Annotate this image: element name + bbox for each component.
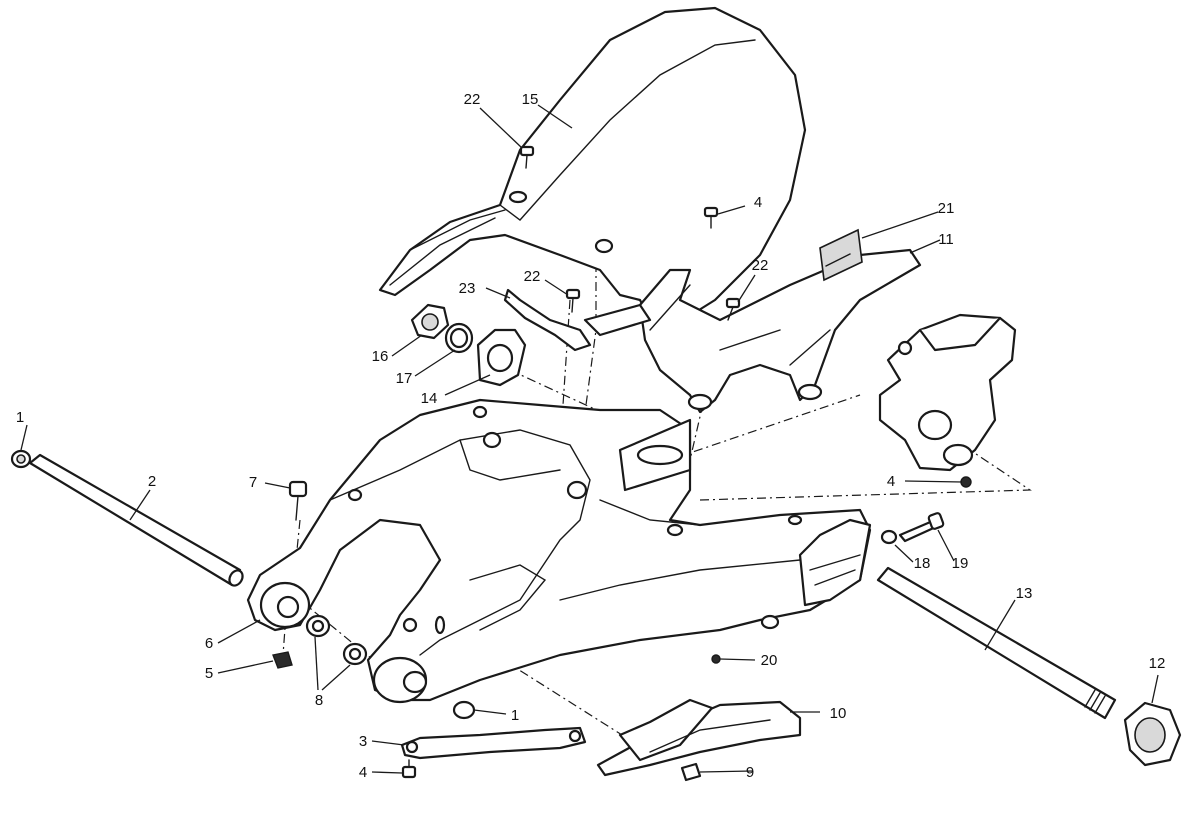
callout-22-mid: 22 bbox=[524, 268, 541, 285]
callout-6: 6 bbox=[205, 635, 213, 652]
chain-guard-bracket bbox=[503, 288, 652, 352]
callout-3: 3 bbox=[359, 733, 367, 750]
screw-9 bbox=[680, 762, 702, 782]
callout-14: 14 bbox=[421, 390, 438, 407]
chain-slider bbox=[596, 698, 802, 777]
callout-1-lower: 1 bbox=[511, 707, 519, 724]
callout-labels: 1 2 3 4 5 6 7 8 9 10 11 12 13 14 15 16 1… bbox=[16, 91, 1166, 781]
adjuster-nut bbox=[880, 529, 898, 545]
callout-4-lower: 4 bbox=[359, 764, 367, 781]
bolt-7 bbox=[288, 480, 308, 521]
callout-13: 13 bbox=[1016, 585, 1033, 602]
rear-mudguard bbox=[378, 6, 807, 327]
swingarm-body bbox=[246, 398, 872, 704]
screw-4-right bbox=[960, 476, 972, 488]
callout-18: 18 bbox=[914, 555, 931, 572]
nut-5 bbox=[272, 651, 293, 669]
screw-4-top bbox=[703, 206, 719, 229]
axle-nut bbox=[1123, 701, 1182, 767]
callout-11: 11 bbox=[938, 231, 954, 248]
screw-20 bbox=[711, 654, 721, 664]
washer-17 bbox=[444, 322, 474, 354]
callout-5: 5 bbox=[205, 665, 213, 682]
callout-10: 10 bbox=[830, 705, 847, 722]
callout-4-right: 4 bbox=[887, 473, 895, 490]
callout-12: 12 bbox=[1149, 655, 1166, 672]
chain-guard bbox=[638, 248, 922, 414]
brake-caliper-bracket bbox=[878, 313, 1017, 472]
screw-22-mid bbox=[565, 288, 581, 313]
callout-9: 9 bbox=[746, 764, 754, 781]
leader-lines bbox=[20, 104, 1159, 774]
callout-2: 2 bbox=[148, 473, 156, 490]
callout-22-top: 22 bbox=[464, 91, 481, 108]
callout-1-left: 1 bbox=[16, 409, 24, 426]
screw-4-lower bbox=[401, 759, 417, 779]
callout-23: 23 bbox=[459, 280, 476, 297]
callout-15: 15 bbox=[522, 91, 539, 108]
callout-16: 16 bbox=[372, 348, 389, 365]
callout-17: 17 bbox=[396, 370, 413, 387]
pivot-shaft bbox=[28, 453, 244, 587]
link-rod bbox=[400, 726, 587, 760]
callout-22-right: 22 bbox=[752, 257, 769, 274]
callout-20: 20 bbox=[761, 652, 778, 669]
callout-8: 8 bbox=[315, 692, 323, 709]
eccentric-hub-14 bbox=[476, 328, 527, 387]
decal-sticker bbox=[819, 228, 863, 282]
callout-19: 19 bbox=[952, 555, 969, 572]
bushing-lower bbox=[452, 700, 476, 720]
screw-22-right bbox=[725, 297, 741, 321]
bushing-left bbox=[10, 449, 32, 469]
callout-4-top: 4 bbox=[754, 194, 762, 211]
washers-8 bbox=[305, 614, 368, 666]
seal-16 bbox=[410, 303, 450, 340]
callout-21: 21 bbox=[938, 200, 955, 217]
adjuster-bolt bbox=[898, 512, 945, 543]
rear-axle bbox=[876, 566, 1117, 720]
screw-22-top bbox=[519, 145, 535, 169]
callout-7: 7 bbox=[249, 474, 257, 491]
